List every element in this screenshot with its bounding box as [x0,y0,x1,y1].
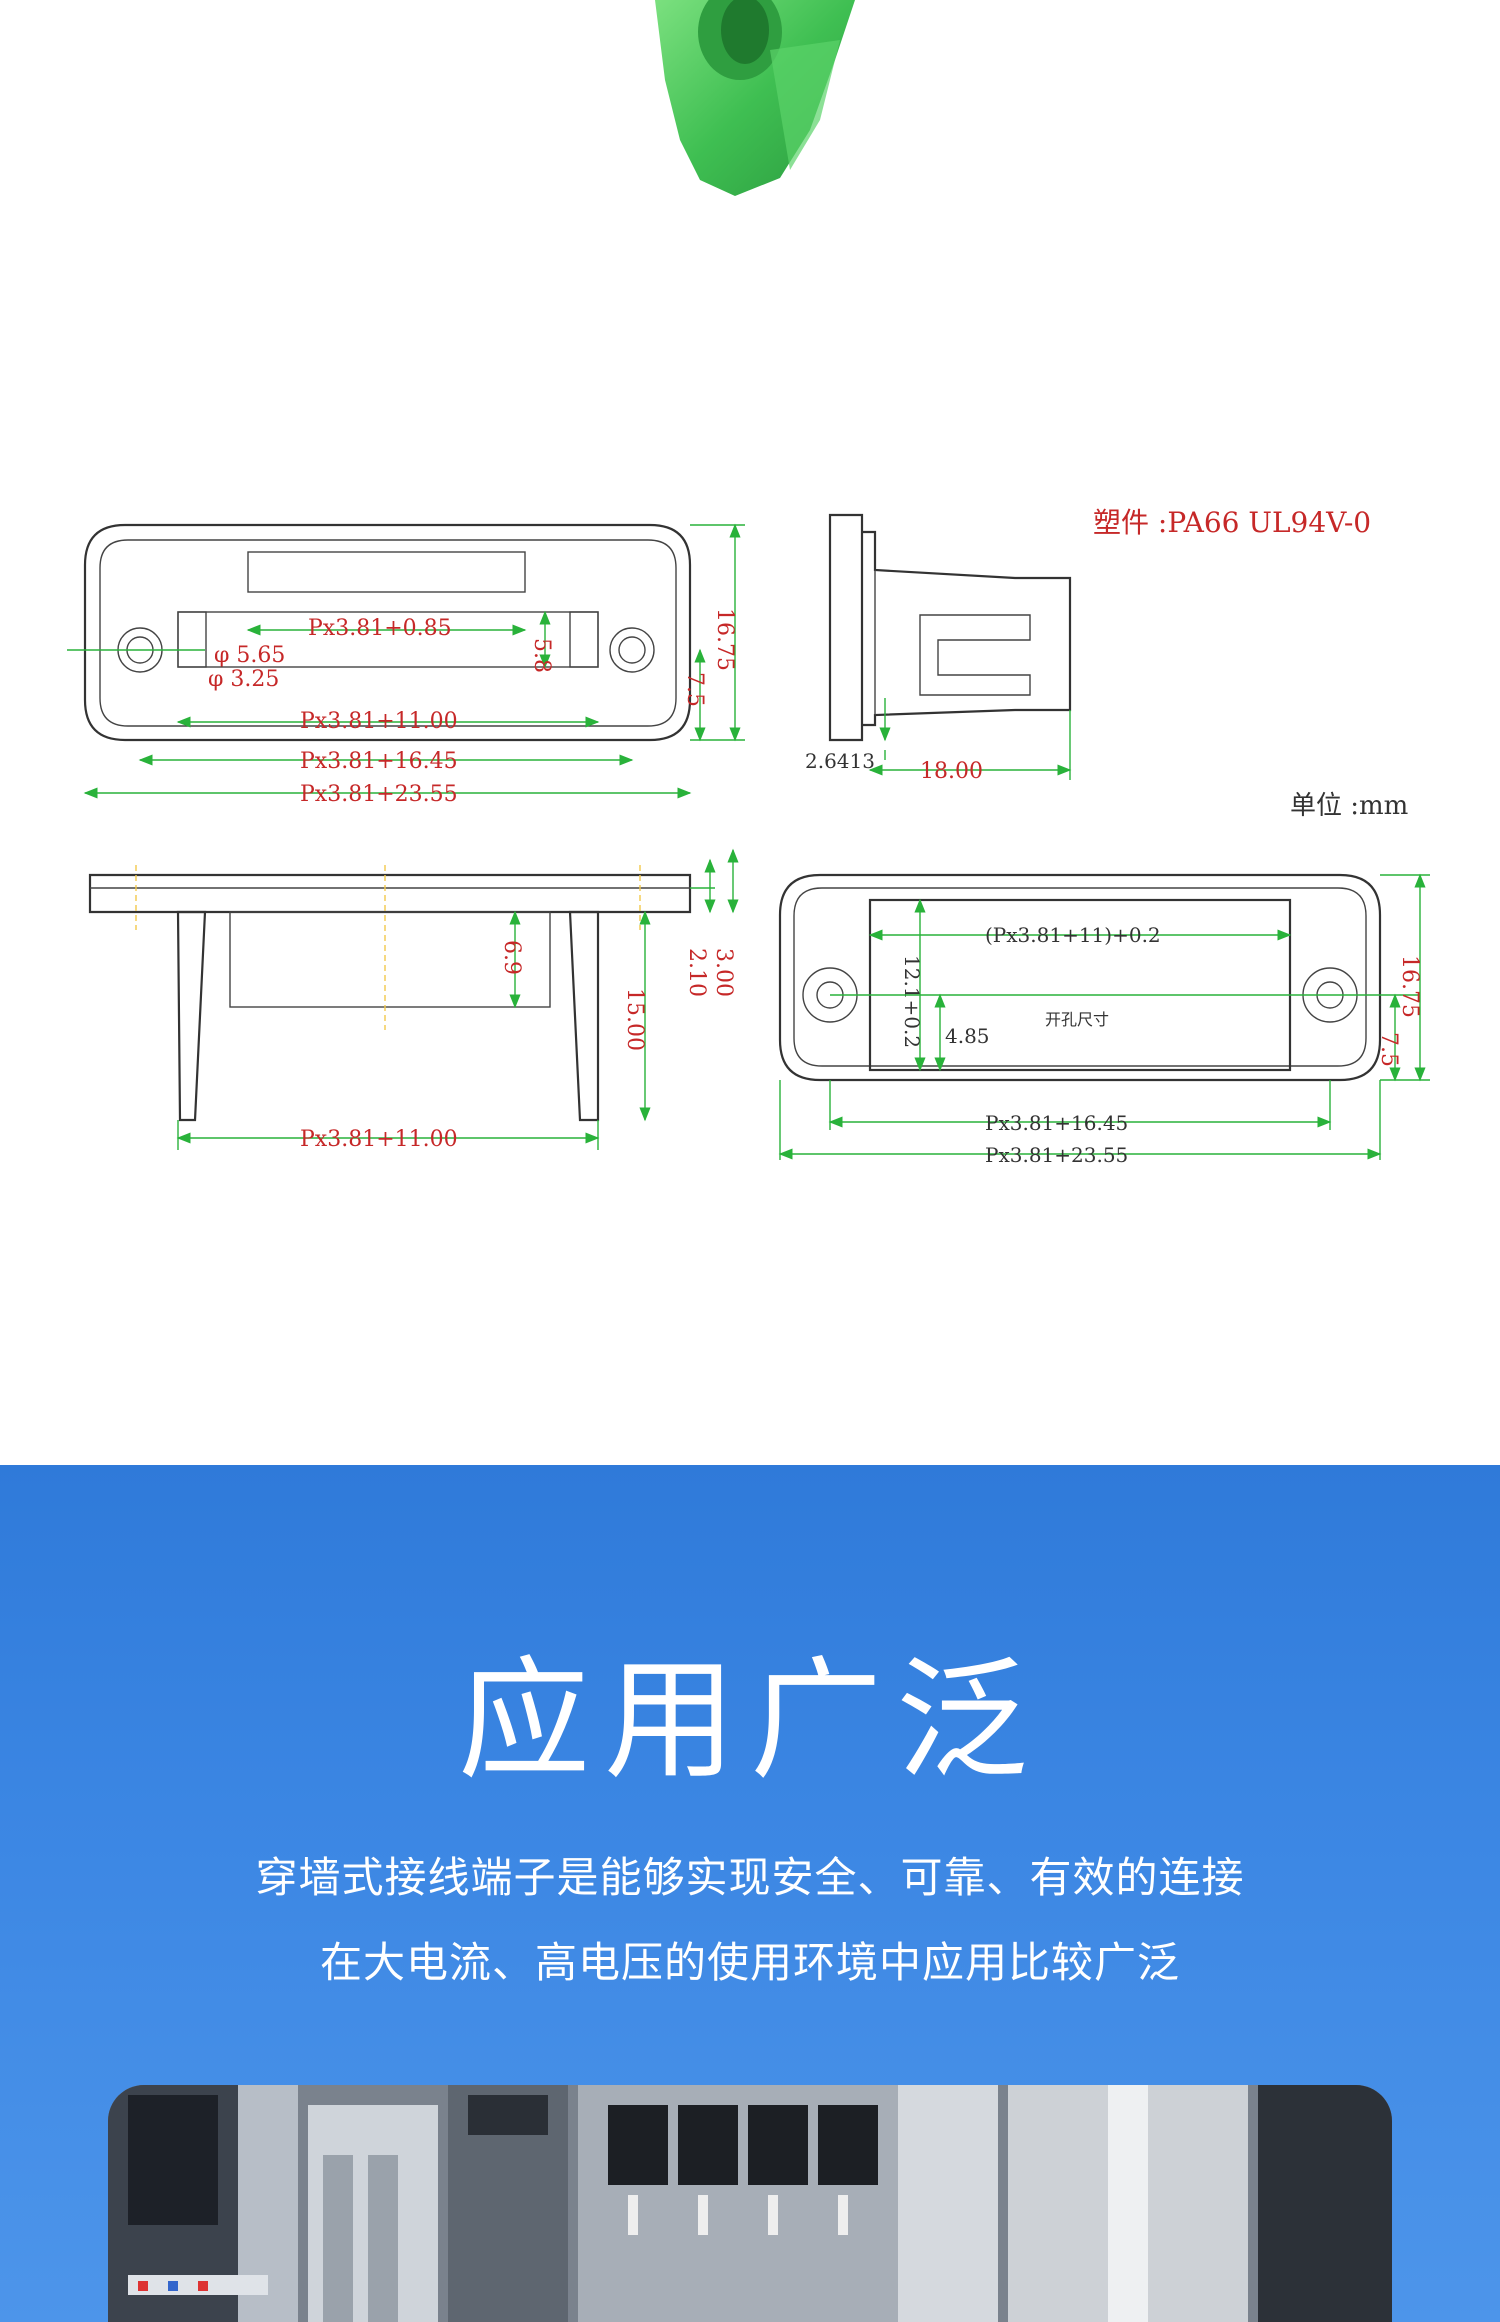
dim-front-depth: 6.9 [499,940,524,975]
technical-drawing: Px3.81+0.85 φ 5.65 φ 3.25 5.8 Px3.81+11.… [67,506,1430,1167]
dim-cut-half: 4.85 [945,1024,990,1048]
dim-side-step: 2.6413 [805,749,875,773]
dim-cut-height: 12.1+0.2 [900,955,924,1048]
dim-half-height: 7.5 [682,672,707,707]
dim-phi-inner: φ 3.25 [208,667,279,692]
dim-width-2355: Px3.81+23.55 [300,782,458,807]
cutout-view: (Px3.81+11)+0.2 12.1+0.2 4.85 开孔尺寸 16.75… [778,873,1430,1167]
section-title: 应用广泛 [458,1644,1042,1798]
description-line-1: 穿墙式接线端子是能够实现安全、可靠、有效的连接 [255,1853,1245,1902]
dim-front-leg: 15.00 [622,988,647,1051]
material-label: 塑件 :PA66 UL94V-0 [1093,506,1371,539]
dim-front-2-10: 2.10 [684,948,709,997]
description-line-2: 在大电流、高电压的使用环境中应用比较广泛 [319,1938,1180,1987]
top-view: Px3.81+0.85 φ 5.65 φ 3.25 5.8 Px3.81+11.… [67,523,745,807]
connector-photo [655,0,855,196]
application-section: 应用广泛 穿墙式接线端子是能够实现安全、可靠、有效的连接 在大电流、高电压的使用… [0,1465,1500,2322]
dim-side-length: 18.00 [920,759,983,784]
dim-cut-width: (Px3.81+11)+0.2 [985,923,1161,947]
dim-top-inner: Px3.81+0.85 [308,616,452,641]
application-photo [108,2085,1392,2322]
dim-total-height: 16.75 [712,608,737,671]
dim-front-3-00: 3.00 [711,948,736,997]
dim-cut-half-height: 7.5 [1376,1032,1401,1067]
dim-cut-1645: Px3.81+16.45 [985,1111,1128,1135]
dim-width-1645: Px3.81+16.45 [300,749,458,774]
dim-bottom-width-11: Px3.81+11.00 [300,1127,458,1152]
dim-width-11: Px3.81+11.00 [300,709,458,734]
dim-cut-total-height: 16.75 [1397,955,1422,1018]
dim-phi-outer: φ 5.65 [214,643,285,668]
front-view: 6.9 15.00 2.10 3.00 Px3.81+11.00 [88,848,739,1152]
unit-label: 单位 :mm [1290,791,1408,821]
dim-cut-2355: Px3.81+23.55 [985,1143,1128,1167]
side-view: 塑件 :PA66 UL94V-0 2.6413 18.00 [805,506,1371,784]
cutout-label: 开孔尺寸 [1045,1010,1109,1029]
dim-slot-height: 5.8 [529,638,554,673]
